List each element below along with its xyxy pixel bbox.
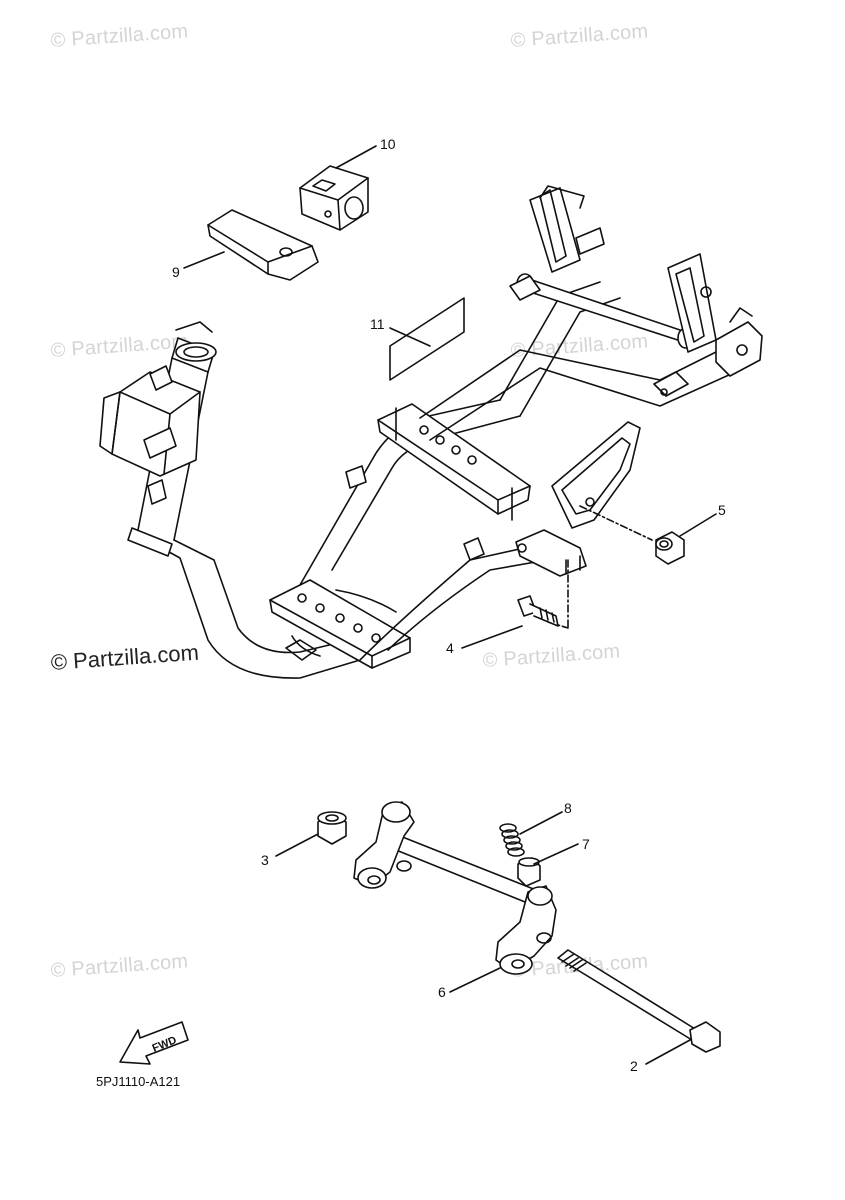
- callout-10: 10: [380, 136, 396, 152]
- callout-8: 8: [564, 800, 572, 816]
- callout-11: 11: [370, 316, 385, 332]
- part-8-spring: [499, 823, 525, 857]
- callout-5: 5: [718, 502, 726, 518]
- callout-3: 3: [261, 852, 269, 868]
- main-frame: [99, 185, 763, 679]
- callout-6: 6: [438, 984, 446, 1000]
- fwd-arrow-icon: [119, 1021, 189, 1065]
- callout-9: 9: [172, 264, 180, 280]
- part-9-pad: [207, 209, 319, 281]
- callout-4: 4: [446, 640, 454, 656]
- part-4-bolt: [517, 595, 559, 627]
- part-11-label: [389, 297, 465, 381]
- part-6-stand: [353, 801, 557, 975]
- callout-7: 7: [582, 836, 590, 852]
- part-5-nut: [655, 531, 685, 565]
- part-3-collar: [317, 811, 347, 845]
- diagram-code: 5PJ1110-A121: [96, 1074, 181, 1089]
- part-10-block: [299, 165, 369, 231]
- callout-2: 2: [630, 1058, 638, 1074]
- part-2-bolt: [557, 949, 721, 1053]
